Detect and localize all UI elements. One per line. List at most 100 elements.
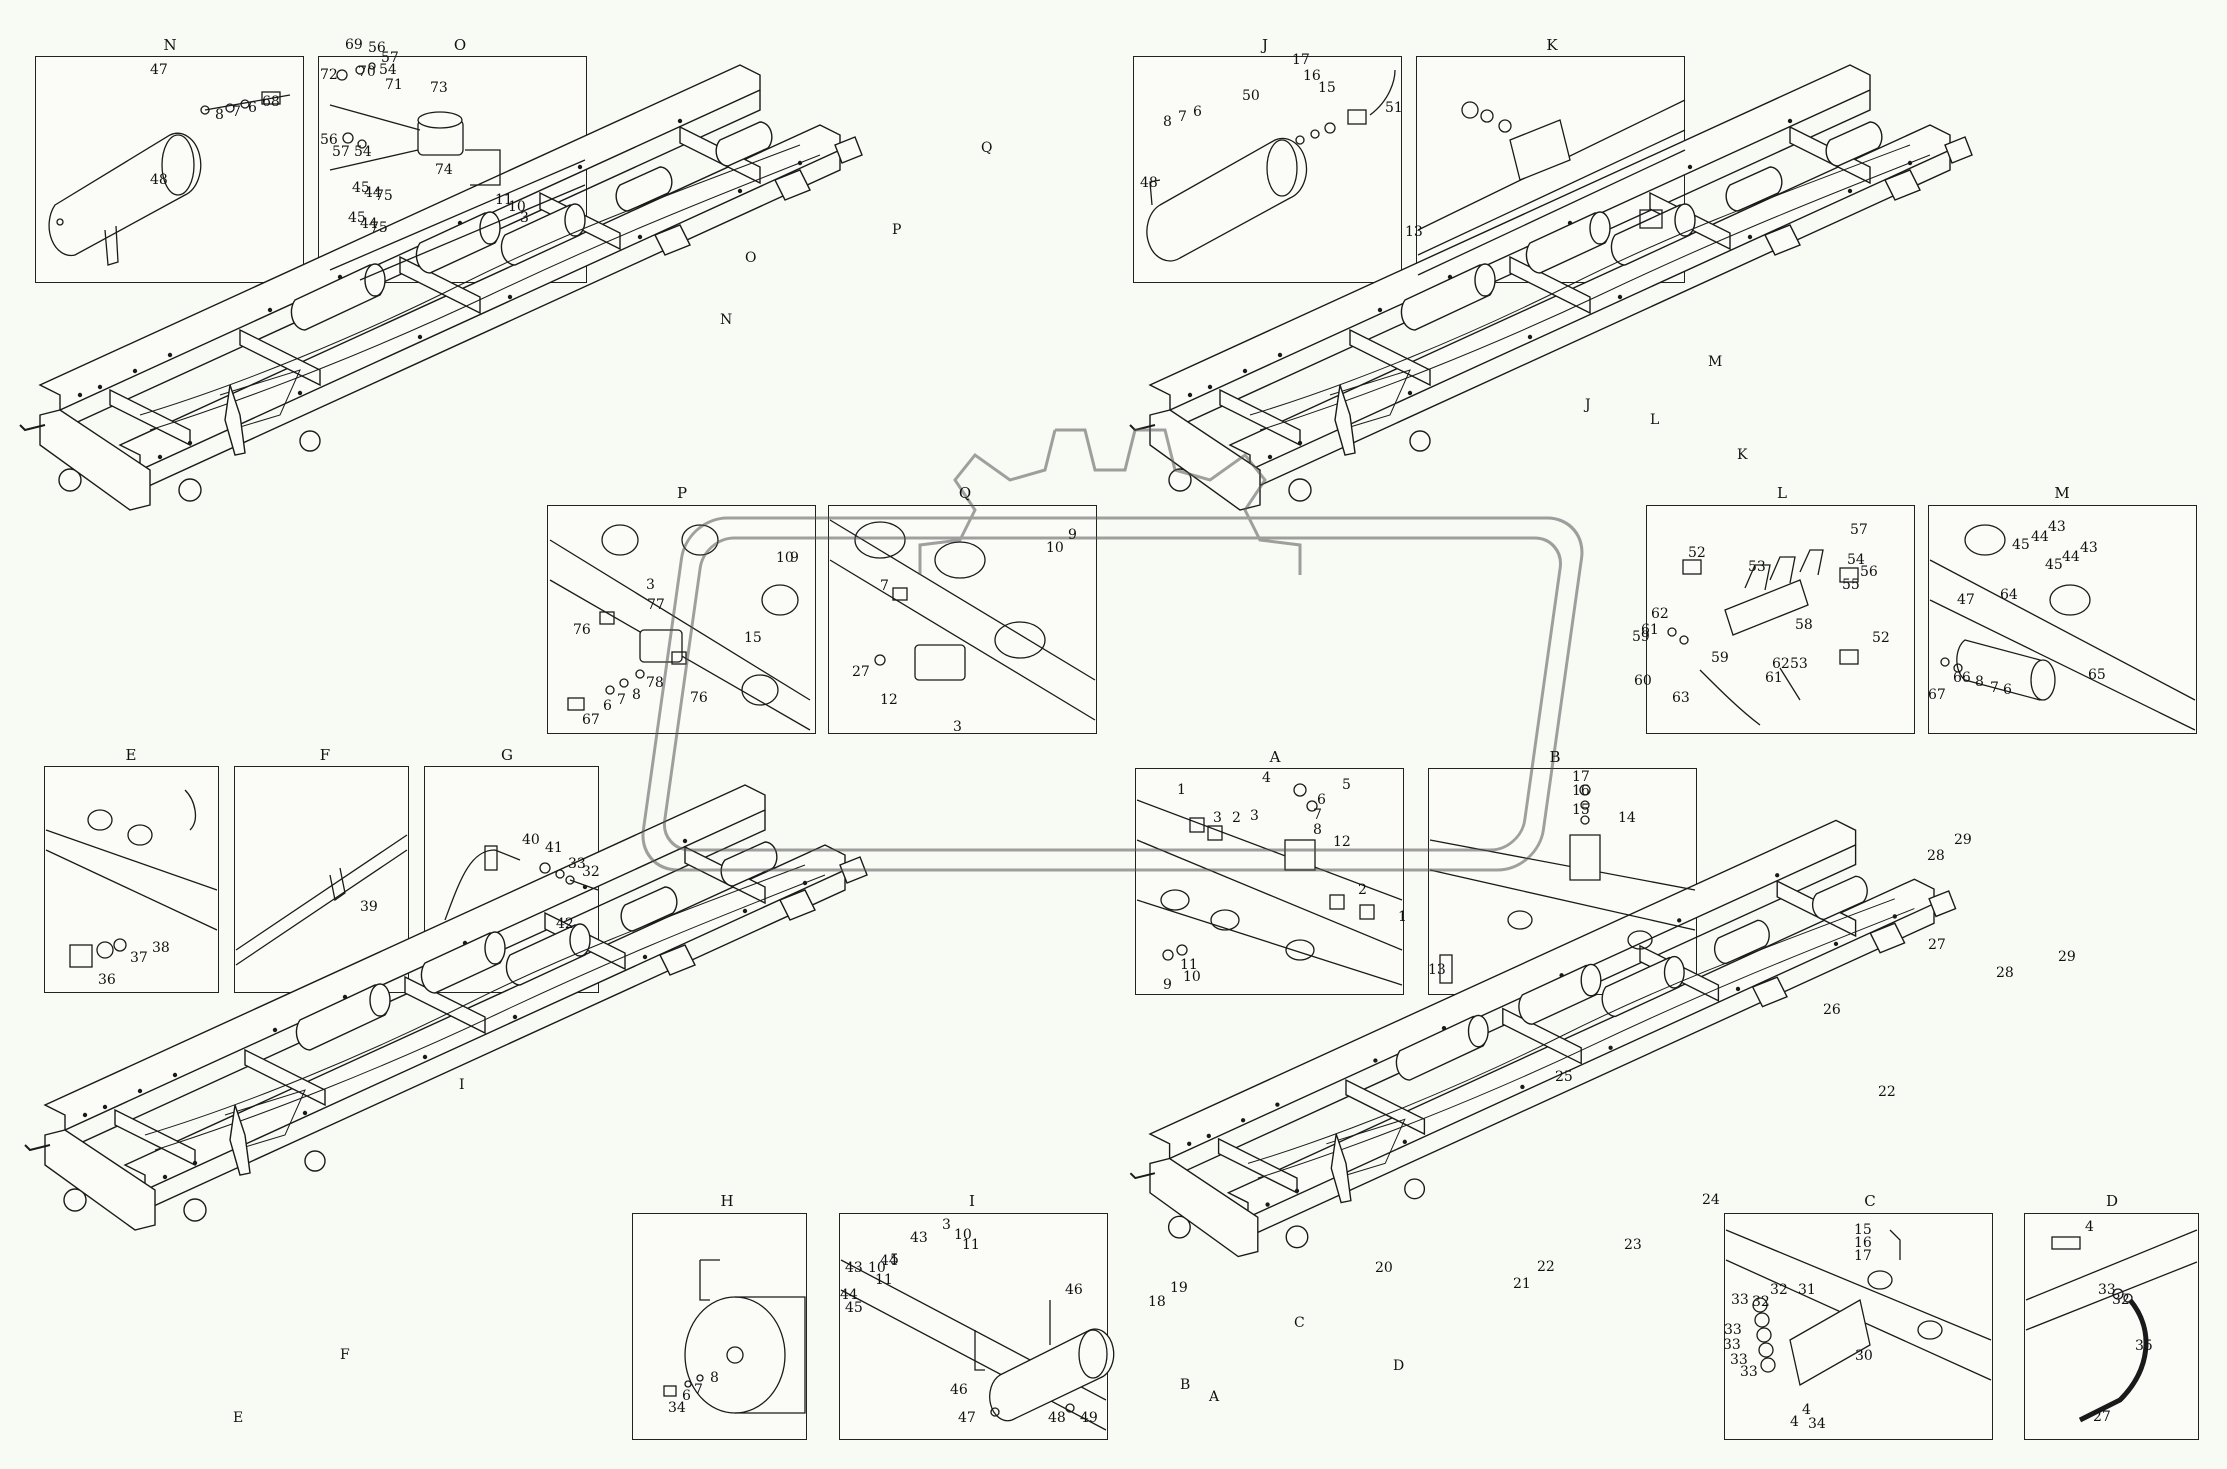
callout-label-28: 28 [1927,848,1945,864]
part-label-L-62: 62 [1772,656,1790,672]
part-label-L-59: 59 [1711,650,1729,666]
part-label-I-3: 3 [942,1217,951,1233]
part-label-N-6: 6 [248,100,257,116]
part-label-A-5: 5 [1342,777,1351,793]
callout-label-28: 28 [1996,965,2014,981]
part-label-L-53: 53 [1790,656,1808,672]
part-label-L-57: 57 [1850,522,1868,538]
panel-title-L: L [1777,484,1787,502]
panel-C-manifold [1725,1229,1992,1387]
part-label-L-58: 58 [1795,617,1813,633]
callout-label-29: 29 [2058,949,2076,965]
callout-label-23: 23 [1624,1237,1642,1253]
part-label-O-56: 56 [320,132,338,148]
part-label-O-44: 44 [364,185,382,201]
part-label-O-75: 75 [370,220,388,236]
callout-label-22: 22 [1537,1259,1555,1275]
part-label-E-37: 37 [130,950,148,966]
part-label-M-45: 45 [2045,557,2063,573]
part-label-L-60: 60 [1634,673,1652,689]
part-label-M-44: 44 [2031,529,2049,545]
part-label-M-43: 43 [2048,519,2066,535]
panel-title-C: C [1864,1192,1876,1210]
part-label-A-8: 8 [1313,822,1322,838]
part-label-O-44: 44 [360,216,378,232]
part-label-C-4: 4 [1790,1414,1799,1430]
callout-label-20: 20 [1375,1260,1393,1276]
callout-label-18: 18 [1148,1294,1166,1310]
part-label-M-6: 6 [2003,682,2012,698]
callout-label-M: M [1708,354,1723,370]
part-label-H-6: 6 [682,1388,691,1404]
part-label-A-1: 1 [1398,909,1407,925]
part-label-C-33: 33 [1724,1322,1742,1338]
chassis-bottom-left [24,784,868,1231]
part-label-G-40: 40 [522,832,540,848]
part-label-O-56: 56 [368,40,386,56]
part-label-O-75: 75 [375,188,393,204]
part-label-G-33: 33 [568,856,586,872]
part-label-Q-27: 27 [852,664,870,680]
part-label-H-34: 34 [668,1400,686,1416]
part-label-A-12: 12 [1333,834,1351,850]
part-label-P-77: 77 [647,597,665,613]
part-label-M-47: 47 [1957,592,1975,608]
part-label-O-45: 45 [352,180,370,196]
panel-title-M: M [2054,484,2070,502]
part-label-D-35: 35 [2135,1338,2153,1354]
part-label-O-3: 3 [520,210,529,226]
part-label-I-5: 5 [890,1252,899,1268]
part-label-N-8: 8 [215,107,224,123]
callout-label-Q: Q [981,140,993,156]
part-label-D-4: 4 [2085,1219,2094,1235]
callout-label-B: B [1180,1377,1191,1393]
part-label-J-7: 7 [1178,109,1187,125]
part-label-A-11: 11 [1180,957,1198,973]
part-label-I-11: 11 [962,1237,980,1253]
part-label-P-78: 78 [646,675,664,691]
callout-label-L: L [1650,412,1660,428]
panel-H-air-tank [663,1259,806,1414]
panel-E-fitting [45,789,218,968]
part-label-F-39: 39 [360,899,378,915]
callout-label-A: A [1209,1389,1220,1405]
panel-title-E: E [125,746,137,764]
part-label-O-57: 57 [332,144,350,160]
part-label-P-15: 15 [744,630,762,646]
detail-panel-E [44,766,219,993]
part-label-M-44: 44 [2062,549,2080,565]
part-label-A-1: 1 [1177,782,1186,798]
panel-D-hose [2025,1229,2198,1423]
part-label-A-6: 6 [1317,792,1326,808]
part-label-C-33: 33 [1731,1292,1749,1308]
part-label-I-45: 45 [845,1300,863,1316]
part-label-C-4: 4 [1802,1402,1811,1418]
part-label-O-72: 72 [320,67,338,83]
part-label-N-47: 47 [150,62,168,78]
part-label-P-10: 10 [776,550,794,566]
chassis-bottom-right [1129,819,1957,1258]
part-label-A-4: 4 [1262,770,1271,786]
callout-label-F: F [340,1347,350,1363]
part-label-J-50: 50 [1242,88,1260,104]
part-label-M-8: 8 [1975,674,1984,690]
callout-label-22: 22 [1878,1084,1896,1100]
panel-K-bracket [1417,99,1686,276]
detail-panel-A [1135,768,1404,995]
part-label-K-17: 17 [1292,52,1310,68]
opex-watermark [641,428,1584,872]
part-label-D-32: 32 [2112,1292,2130,1308]
callout-label-D: D [1393,1358,1405,1374]
part-label-L-52: 52 [1872,630,1890,646]
part-label-H-8: 8 [710,1370,719,1386]
part-label-M-67: 67 [1928,687,1946,703]
detail-panel-I [839,1213,1108,1440]
part-label-I-44: 44 [880,1253,898,1269]
callout-label-J: J [1585,397,1591,413]
part-label-M-45: 45 [2012,537,2030,553]
part-label-I-48: 48 [1048,1410,1066,1426]
panel-title-Q: Q [958,484,972,502]
part-label-O-11: 11 [495,192,513,208]
part-label-C-32: 32 [1770,1282,1788,1298]
detail-panel-L [1646,505,1915,734]
